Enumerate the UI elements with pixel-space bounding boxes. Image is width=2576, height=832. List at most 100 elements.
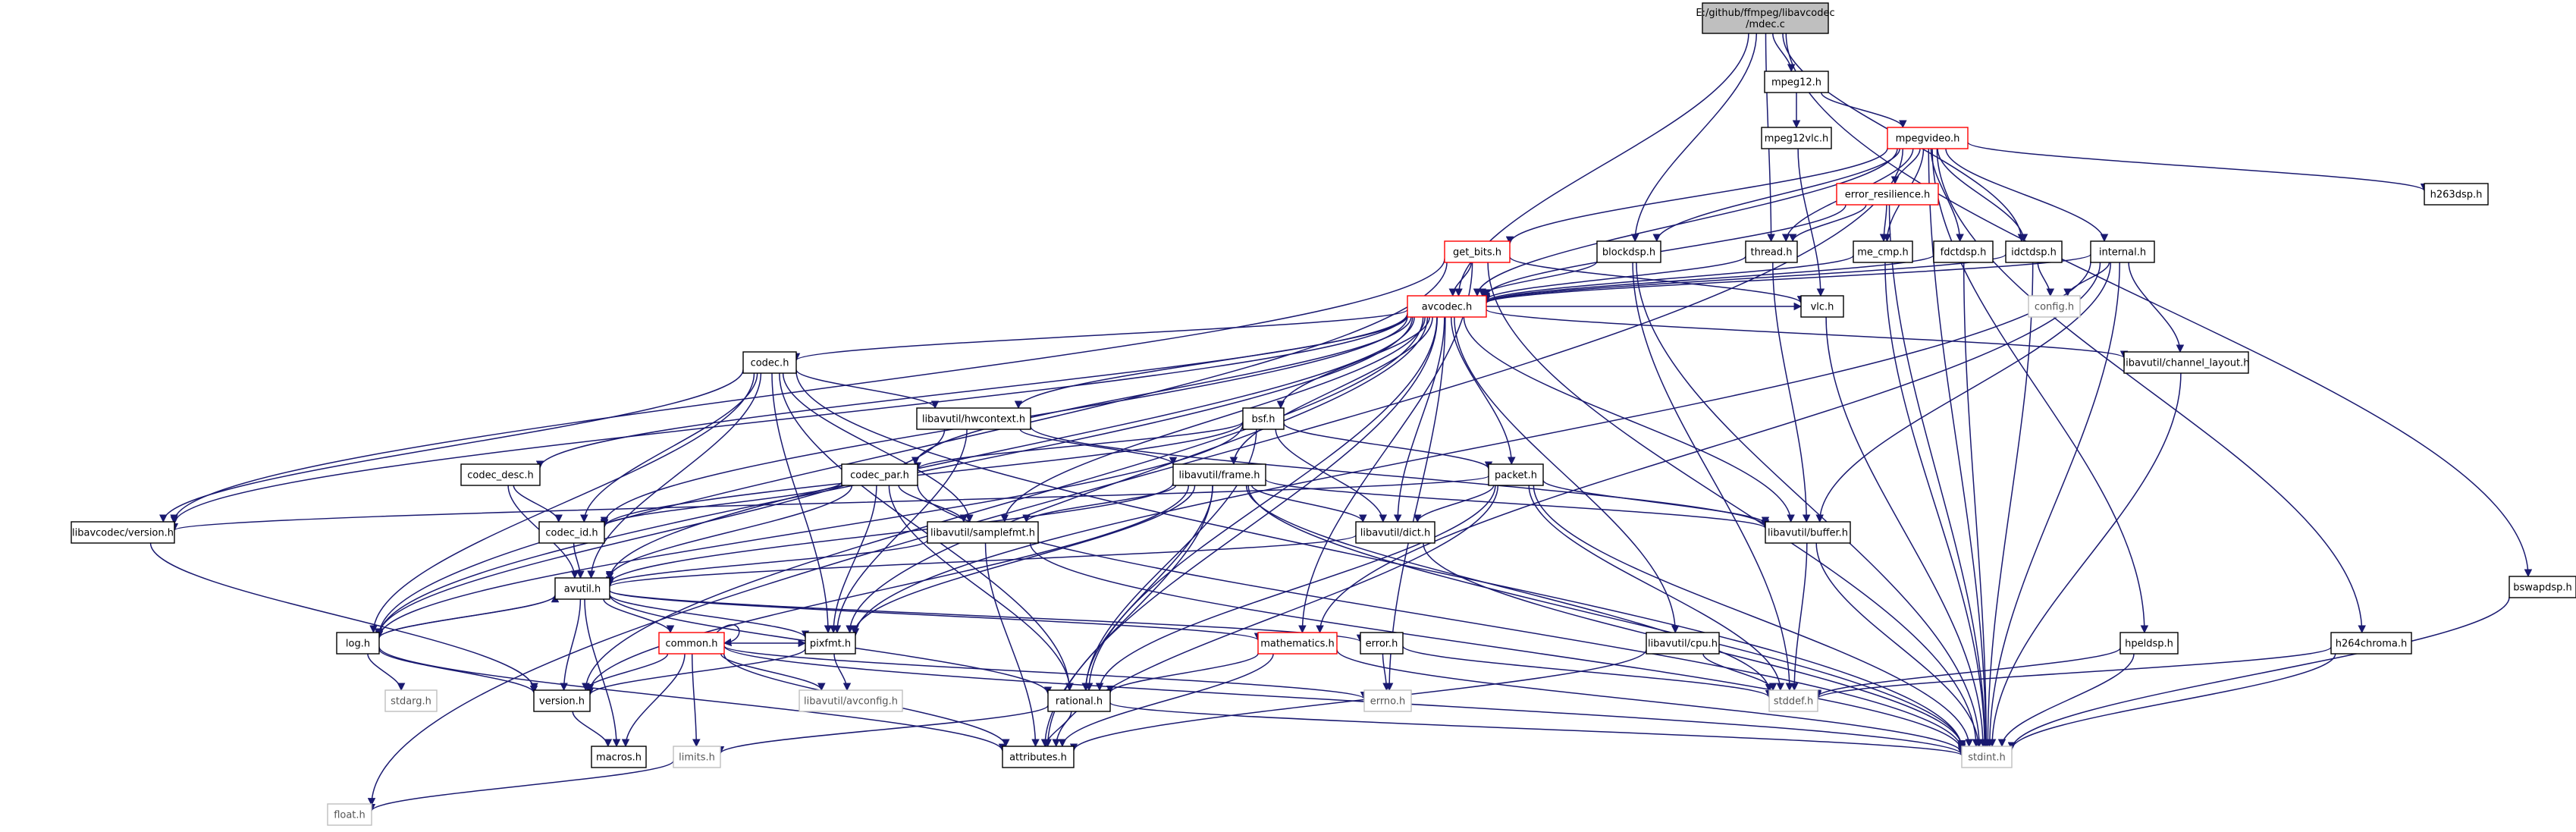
- node-get-bits[interactable]: get_bits.h: [1444, 240, 1511, 263]
- node-avutil[interactable]: avutil.h: [554, 577, 610, 600]
- edge-avcodec-to-chlayout: [1486, 309, 2128, 359]
- node-float[interactable]: float.h: [327, 803, 372, 826]
- node-label: bsf.h: [1251, 414, 1275, 425]
- edge-common-to-errno: [723, 645, 1368, 700]
- node-vlc[interactable]: vlc.h: [1800, 295, 1844, 318]
- edge-codec-to-log: [369, 372, 755, 634]
- node-version[interactable]: version.h: [533, 689, 591, 712]
- node-label: libavutil/hwcontext.h: [922, 414, 1025, 425]
- node-chlayout[interactable]: libavutil/channel_layout.h: [2123, 351, 2250, 374]
- edge-avutil-to-common: [603, 598, 675, 634]
- node-bswapdsp[interactable]: bswapdsp.h: [2509, 576, 2576, 598]
- node-mathematics[interactable]: mathematics.h: [1257, 632, 1338, 655]
- node-bsf[interactable]: bsf.h: [1242, 407, 1285, 430]
- node-label: codec_par.h: [850, 470, 909, 482]
- edge-blockdsp-to-stdint: [1636, 262, 1984, 748]
- node-samplefmt[interactable]: libavutil/samplefmt.h: [927, 521, 1039, 544]
- edge-frame-to-rational: [1081, 485, 1214, 692]
- node-limits[interactable]: limits.h: [673, 746, 721, 768]
- node-box: [1355, 521, 1435, 544]
- node-h264chroma[interactable]: h264chroma.h: [2330, 632, 2412, 655]
- edge-codec-to-pixfmt: [771, 372, 833, 634]
- edge-common-to-macros: [621, 653, 686, 748]
- node-label: libavutil/samplefmt.h: [930, 528, 1035, 539]
- edge-pixfmt-to-avconfig: [833, 653, 852, 692]
- node-box: [1407, 295, 1487, 318]
- node-stdarg[interactable]: stdarg.h: [384, 689, 438, 712]
- edge-error-to-stddef: [1402, 645, 1774, 699]
- node-error[interactable]: error.h: [1360, 632, 1404, 655]
- node-macros[interactable]: macros.h: [591, 746, 647, 768]
- edge-samplefmt-to-avutil: [605, 539, 928, 586]
- edge-avcodec-to-pixfmt: [846, 316, 1429, 634]
- node-mpeg12[interactable]: mpeg12.h: [1764, 71, 1829, 93]
- node-codec[interactable]: codec.h: [742, 351, 797, 374]
- edge-frame-to-buffer: [1265, 479, 1769, 529]
- edge-codec-par-to-avutil: [605, 485, 853, 579]
- node-codec-desc[interactable]: codec_desc.h: [460, 463, 541, 486]
- node-h263dsp[interactable]: h263dsp.h: [2424, 183, 2489, 206]
- node-common[interactable]: common.h: [658, 632, 725, 655]
- edge-buffer-to-stddef: [1790, 542, 1808, 692]
- node-stddef[interactable]: stddef.h: [1768, 689, 1818, 712]
- node-error-res[interactable]: error_resilience.h: [1836, 183, 1939, 206]
- node-thread[interactable]: thread.h: [1745, 240, 1798, 263]
- node-box: [1745, 240, 1798, 263]
- node-lavcversion[interactable]: libavcodec/version.h: [71, 521, 175, 544]
- edge-mpegvideo-to-hpeldsp: [1931, 148, 2149, 634]
- node-log[interactable]: log.h: [336, 632, 380, 655]
- node-box: [916, 407, 1031, 430]
- node-avconfig[interactable]: libavutil/avconfig.h: [799, 689, 903, 712]
- edge-rational-to-attributes: [1041, 711, 1072, 748]
- edge-mpegvideo-to-float: [367, 148, 1904, 806]
- edge-packet-to-buffer: [1542, 479, 1770, 525]
- node-frame[interactable]: libavutil/frame.h: [1172, 463, 1266, 486]
- node-box: [336, 632, 380, 655]
- node-avcodec[interactable]: avcodec.h: [1407, 295, 1487, 318]
- node-box: [799, 689, 903, 712]
- node-me-cmp[interactable]: me_cmp.h: [1853, 240, 1913, 263]
- node-root[interactable]: E:/github/ffmpeg/libavcodec/mdec.c: [1696, 2, 1835, 34]
- node-codec-par[interactable]: codec_par.h: [841, 463, 918, 486]
- node-label: avutil.h: [564, 584, 601, 595]
- node-label: codec.h: [751, 358, 789, 369]
- node-attributes[interactable]: attributes.h: [1002, 746, 1075, 768]
- edge-codec-to-rational: [779, 372, 1074, 692]
- node-internal[interactable]: internal.h: [2090, 240, 2155, 263]
- node-rational[interactable]: rational.h: [1047, 689, 1111, 712]
- node-box: [460, 463, 541, 486]
- node-mpeg12vlc[interactable]: mpeg12vlc.h: [1761, 127, 1832, 149]
- node-packet[interactable]: packet.h: [1488, 463, 1544, 486]
- node-cpu[interactable]: libavutil/cpu.h: [1646, 632, 1720, 655]
- edge-codec-to-hwcontext: [795, 369, 940, 410]
- node-hpeldsp[interactable]: hpeldsp.h: [2119, 632, 2179, 655]
- edge-common-to-common: [716, 624, 740, 647]
- node-box: [805, 632, 856, 655]
- edge-hpeldsp-to-stddef: [1813, 647, 2121, 698]
- node-codec-id[interactable]: codec_id.h: [538, 521, 605, 544]
- edge-mpegvideo-to-h263dsp: [1967, 141, 2428, 192]
- edge-avutil-to-version: [560, 598, 582, 692]
- node-box: [1961, 746, 2013, 768]
- node-buffer[interactable]: libavutil/buffer.h: [1765, 521, 1851, 544]
- node-fdctdsp[interactable]: fdctdsp.h: [1933, 240, 1994, 263]
- node-blockdsp[interactable]: blockdsp.h: [1596, 240, 1661, 263]
- node-hwcontext[interactable]: libavutil/hwcontext.h: [916, 407, 1031, 430]
- node-errno[interactable]: errno.h: [1363, 689, 1412, 712]
- node-box: [1047, 689, 1111, 712]
- edge-idctdsp-to-config: [2037, 262, 2055, 297]
- node-mpegvideo[interactable]: mpegvideo.h: [1887, 127, 1969, 149]
- edge-codec-to-avutil: [587, 372, 762, 579]
- node-pixfmt[interactable]: pixfmt.h: [805, 632, 856, 655]
- node-dict[interactable]: libavutil/dict.h: [1355, 521, 1435, 544]
- node-label: error.h: [1366, 639, 1398, 650]
- node-idctdsp[interactable]: idctdsp.h: [2005, 240, 2063, 263]
- node-config[interactable]: config.h: [2028, 295, 2081, 318]
- node-box: [1360, 632, 1404, 655]
- node-label: stdint.h: [1968, 752, 2005, 764]
- node-box: [927, 521, 1039, 544]
- node-stdint[interactable]: stdint.h: [1961, 746, 2013, 768]
- node-label: libavutil/channel_layout.h: [2123, 358, 2250, 369]
- node-box: [327, 803, 372, 826]
